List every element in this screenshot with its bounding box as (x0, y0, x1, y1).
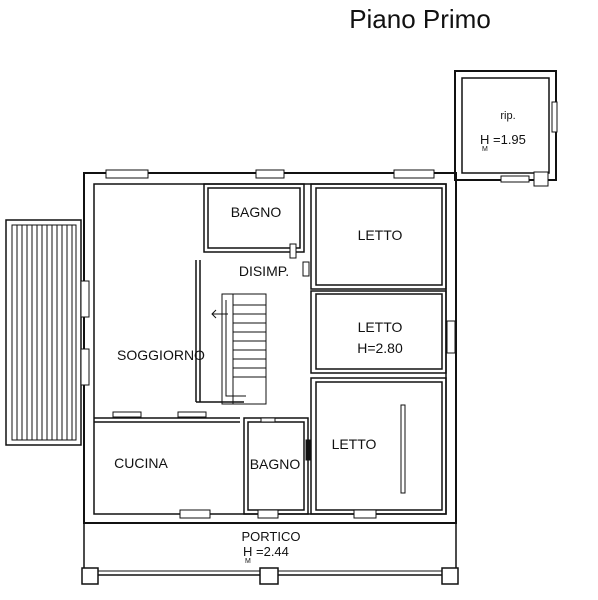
storage-label: rip. (500, 110, 515, 122)
doors (112, 243, 406, 494)
label-porch-height: H =2.44 (243, 544, 289, 559)
right-window (446, 320, 456, 354)
bottom-windows (179, 509, 377, 519)
label-bed-top: LETTO (358, 227, 403, 243)
label-living: SOGGIORNO (117, 347, 205, 363)
label-bed-middle: LETTO (358, 319, 403, 335)
label-hallway: DISIMP. (239, 263, 289, 279)
label-kitchen: CUCINA (114, 455, 168, 471)
internal-stair (211, 293, 267, 405)
storage-room (454, 70, 558, 187)
label-bed-middle-height: H=2.80 (357, 340, 403, 356)
top-windows (105, 169, 435, 179)
plan-title: Piano Primo (349, 4, 491, 34)
portico (81, 523, 459, 585)
label-porch: PORTICO (242, 529, 301, 544)
label-bed-bottom: LETTO (332, 436, 377, 452)
storage-height-subscript: M (482, 146, 488, 153)
left-windows (80, 280, 90, 386)
external-stair (5, 219, 82, 446)
label-bath-top: BAGNO (231, 204, 282, 220)
label-bath-bottom: BAGNO (250, 456, 301, 472)
storage-height: H =1.95 (480, 132, 526, 147)
porch-height-subscript: M (245, 558, 251, 565)
